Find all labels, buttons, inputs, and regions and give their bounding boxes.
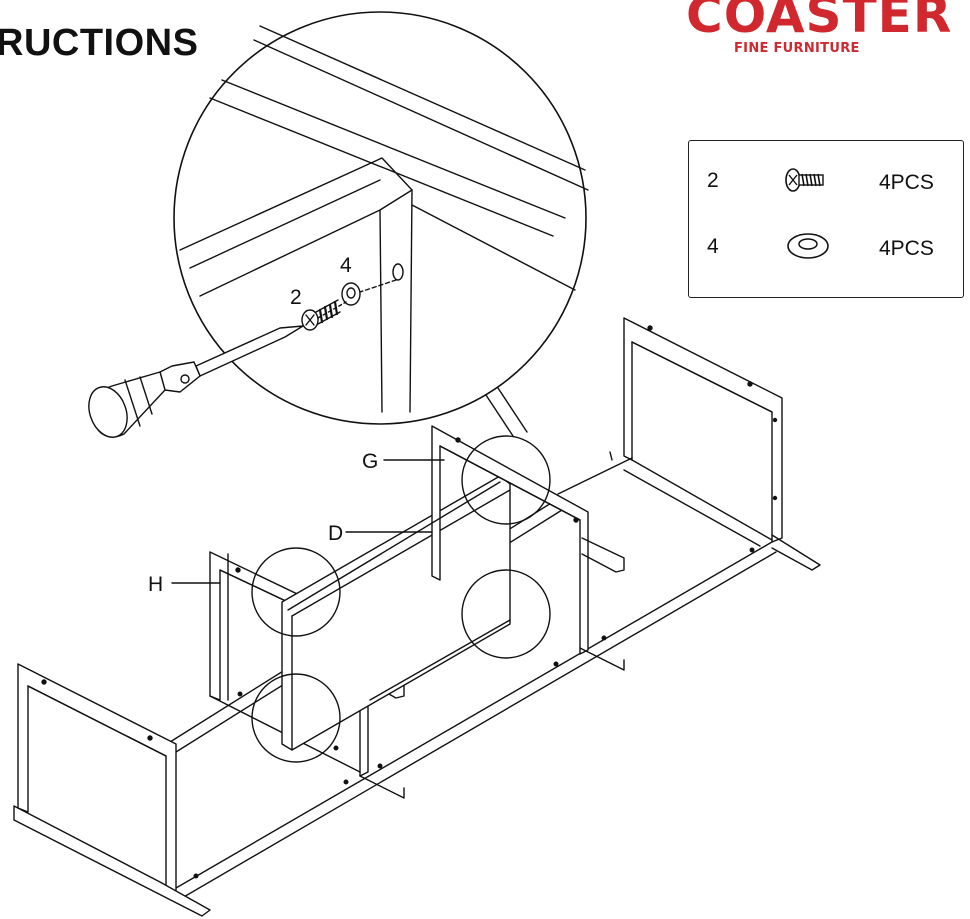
detail-magnifier	[173, 11, 589, 425]
part-row-washer: 4 4PCS	[689, 227, 963, 267]
part-qty: 4PCS	[879, 171, 934, 194]
part-qty: 4PCS	[879, 237, 934, 260]
label-d: D	[328, 522, 343, 545]
label-h: H	[148, 573, 163, 596]
leader-line	[483, 391, 514, 437]
part-row-screw: 2 4PCS	[689, 161, 963, 201]
screwdriver-icon	[88, 325, 304, 438]
brand-name: COASTER	[686, 0, 953, 44]
shelf-frame	[13, 317, 821, 917]
part-id: 2	[707, 169, 719, 192]
brand-logo: COASTER FINE FURNITURE	[680, 0, 970, 62]
instructions-heading: RUCTIONS	[0, 22, 199, 64]
detail-screw-label: 2	[290, 286, 302, 309]
hardware-parts-box: 2 4PCS 4 4PCS	[688, 140, 964, 298]
label-g: G	[362, 450, 378, 473]
part-id: 4	[707, 235, 719, 258]
detail-washer-label: 4	[340, 254, 352, 277]
brand-tagline: FINE FURNITURE	[734, 41, 860, 56]
washer-icon	[787, 233, 829, 259]
screw-icon	[785, 168, 824, 192]
leader-line	[497, 387, 528, 433]
